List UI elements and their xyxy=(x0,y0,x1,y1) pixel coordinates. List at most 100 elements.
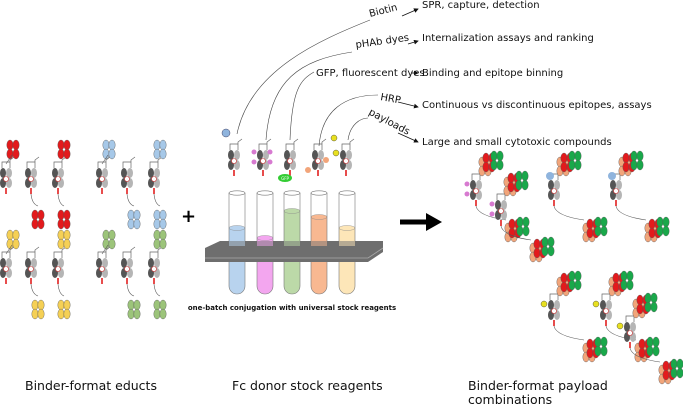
fc-fragment xyxy=(148,156,163,194)
application-spr: SPR, capture, detection xyxy=(422,0,540,11)
binder-domain xyxy=(57,229,71,250)
binder-domain xyxy=(153,229,167,250)
conjugate-arrow xyxy=(397,132,419,143)
hrp-icon xyxy=(305,167,311,173)
conjugate-arrows xyxy=(236,8,419,147)
binder-domain xyxy=(594,336,608,357)
binder-domain xyxy=(656,216,670,237)
binder-domain xyxy=(630,150,644,171)
fc-fragment xyxy=(96,246,111,284)
fc-fragment xyxy=(257,138,272,176)
binder-format-educts xyxy=(0,139,167,320)
label-hrp: HRP xyxy=(379,92,401,106)
phab-dye-icon xyxy=(464,181,470,187)
binder-domain xyxy=(670,358,683,379)
binder-domain xyxy=(644,292,658,313)
gfp-badge: GFP xyxy=(278,174,292,182)
fc-fragment xyxy=(0,246,15,284)
binder-domain xyxy=(57,209,71,230)
fc-fragment xyxy=(25,246,40,284)
fc-fragment xyxy=(25,156,40,194)
binder-domain xyxy=(515,170,529,191)
binder-domain xyxy=(6,139,20,160)
payload-icon xyxy=(592,300,600,308)
result-arrowhead xyxy=(426,213,442,231)
binder-domain xyxy=(516,216,530,237)
binder-domain xyxy=(31,209,45,230)
payload-icon xyxy=(330,134,338,142)
payload-combinations xyxy=(464,150,683,385)
phab-dye-icon xyxy=(267,149,273,155)
fc-fragment xyxy=(121,156,136,194)
label-gfp: GFP, fluorescent dyes xyxy=(316,68,425,79)
payload-icon xyxy=(616,322,624,330)
test-tube-rack xyxy=(205,190,384,295)
rack-shelf xyxy=(205,241,383,262)
binder-domain xyxy=(102,229,116,250)
payload-icon xyxy=(332,149,340,157)
phab-dye-icon xyxy=(489,201,495,207)
label-biotin: Biotin xyxy=(368,2,399,20)
label-payloads: payloads xyxy=(367,107,412,138)
application-internalization: Internalization assays and ranking xyxy=(422,33,594,44)
biotin-icon xyxy=(546,172,554,180)
conjugate-curve xyxy=(265,51,353,141)
conjugate-curve xyxy=(289,71,315,141)
binder-domain xyxy=(102,139,116,160)
fc-fragment xyxy=(0,156,15,194)
payload-icon xyxy=(540,300,548,308)
panel-label-educts: Binder-format educts xyxy=(25,378,157,393)
binder-domain xyxy=(127,209,141,230)
binder-domain xyxy=(153,299,167,320)
binder-domain xyxy=(646,336,660,357)
binder-domain xyxy=(490,150,504,171)
test-tube xyxy=(256,193,274,295)
binder-domain xyxy=(127,299,141,320)
binder-domain xyxy=(620,270,634,291)
fc-fragment xyxy=(610,168,625,206)
gfp-tag: GFP xyxy=(281,176,289,181)
binder-domain xyxy=(594,216,608,237)
phab-dye-icon xyxy=(464,191,470,197)
application-cytotoxic: Large and small cytotoxic compounds xyxy=(422,137,612,148)
biotin-icon xyxy=(608,172,616,180)
fc-fragment xyxy=(96,156,111,194)
biotin-icon xyxy=(221,128,231,138)
fc-fragment xyxy=(284,138,299,176)
phab-dye-icon xyxy=(267,159,273,165)
panel-label-donors: Fc donor stock reagents xyxy=(232,378,383,393)
label-phab: pHAb dyes xyxy=(355,33,410,51)
conjugate-arrow xyxy=(407,39,419,45)
hrp-icon xyxy=(323,157,329,163)
test-tube xyxy=(338,193,356,295)
plus-sign: + xyxy=(181,206,196,227)
test-tube xyxy=(310,193,328,295)
conjugate-curve xyxy=(347,117,369,141)
binder-domain xyxy=(6,229,20,250)
fc-fragment xyxy=(340,138,355,176)
fc-donor-reagents: GFP xyxy=(221,128,355,182)
application-epitopes: Continuous vs discontinuous epitopes, as… xyxy=(422,100,652,111)
conjugate-curve xyxy=(318,94,379,147)
rack-caption: one-batch conjugation with universal sto… xyxy=(188,304,396,312)
binder-domain xyxy=(541,236,555,257)
fc-fragment xyxy=(624,310,639,348)
phab-dye-icon xyxy=(489,211,495,217)
fc-fragment xyxy=(121,246,136,284)
fc-fragment xyxy=(228,138,243,176)
phab-dye-icon xyxy=(251,149,257,155)
test-tube xyxy=(228,193,246,295)
fc-fragment xyxy=(52,246,67,284)
binder-domain xyxy=(31,299,45,320)
binder-domain xyxy=(57,299,71,320)
binder-domain xyxy=(57,139,71,160)
binder-domain xyxy=(568,150,582,171)
fc-fragment xyxy=(548,168,563,206)
panel-label-combinations-1: Binder-format payload xyxy=(468,378,608,393)
application-binding: Binding and epitope binning xyxy=(422,68,563,79)
phab-dye-icon xyxy=(251,159,257,165)
binder-domain xyxy=(153,139,167,160)
fc-fragment xyxy=(600,288,615,326)
fc-fragment xyxy=(148,246,163,284)
